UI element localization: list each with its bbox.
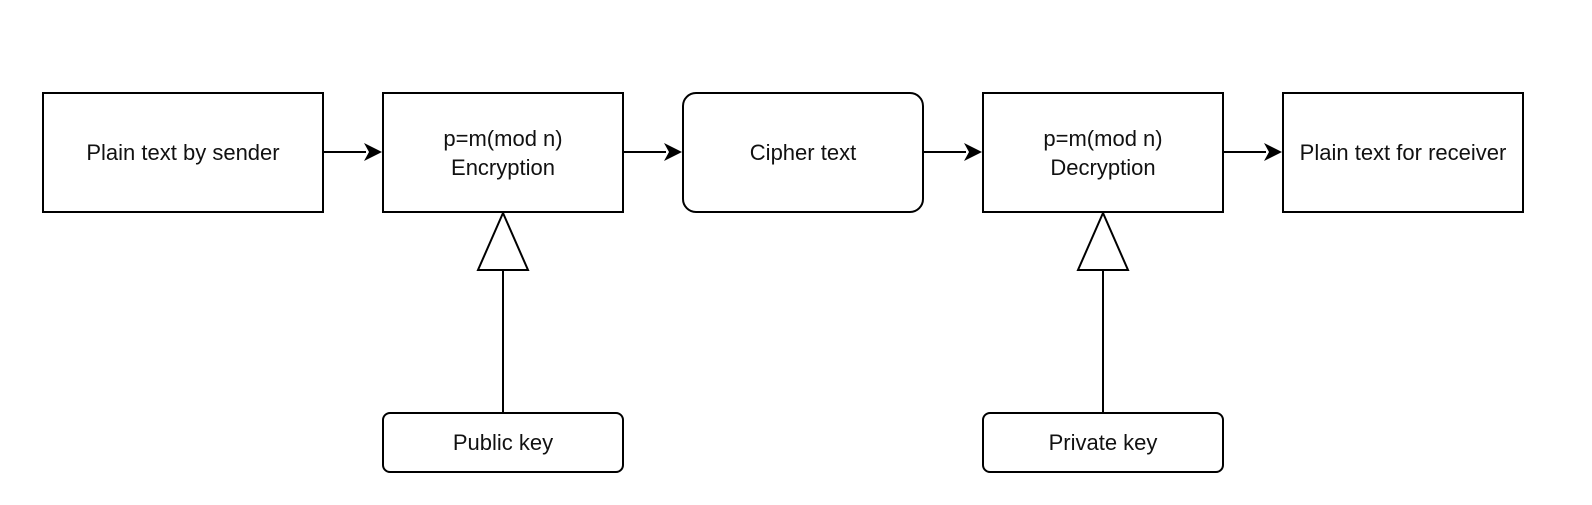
node-formula: p=m(mod n) <box>1043 125 1163 151</box>
node-label: Plain text by sender <box>86 140 280 165</box>
arrowhead <box>964 143 982 161</box>
node-plain-text-for-receiver[interactable]: Plain text for receiver <box>1282 92 1524 213</box>
node-public-key[interactable]: Public key <box>382 412 624 473</box>
edge-public-key-to-encryption <box>476 210 530 412</box>
node-encryption[interactable]: p=m(mod n) Encryption <box>382 92 624 213</box>
node-plain-text-by-sender[interactable]: Plain text by sender <box>42 92 324 213</box>
node-label: Encryption <box>451 154 555 180</box>
node-label: Private key <box>1048 430 1158 455</box>
node-label: Public key <box>452 430 554 455</box>
arrowhead <box>664 143 682 161</box>
edge-decryption-to-receiver <box>1224 143 1282 161</box>
arrowhead <box>364 143 382 161</box>
node-label-stack: p=m(mod n) Decryption <box>1043 124 1162 182</box>
edge-cipher-to-decryption <box>924 143 982 161</box>
node-cipher-text[interactable]: Cipher text <box>682 92 924 213</box>
node-label: Cipher text <box>749 140 857 165</box>
edge-encryption-to-cipher <box>624 143 682 161</box>
arrowhead <box>1264 143 1282 161</box>
hollow-triangle-arrowhead <box>1076 210 1130 271</box>
node-formula: p=m(mod n) <box>443 125 563 151</box>
node-decryption[interactable]: p=m(mod n) Decryption <box>982 92 1224 213</box>
node-label-stack: p=m(mod n) Encryption <box>443 124 562 182</box>
node-label: Decryption <box>1050 154 1156 180</box>
hollow-triangle-arrowhead <box>476 210 530 271</box>
edge-private-key-to-decryption <box>1076 210 1130 412</box>
node-label: Plain text for receiver <box>1299 140 1507 165</box>
node-private-key[interactable]: Private key <box>982 412 1224 473</box>
edge-sender-to-encryption <box>324 143 382 161</box>
